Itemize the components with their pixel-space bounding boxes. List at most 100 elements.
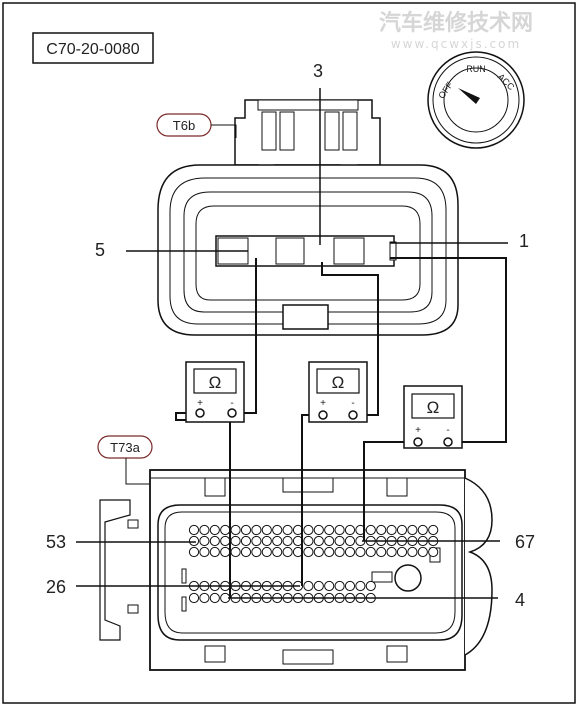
pin-label-1: 1 (519, 231, 529, 251)
connector-pin (220, 546, 231, 558)
connector-pin (324, 580, 335, 592)
meter3-plus: + (415, 425, 421, 436)
wire-pin1-to-meter3-minus (390, 257, 507, 443)
ohm-symbol-1: Ω (209, 373, 222, 392)
connector-pin (355, 580, 366, 592)
tag-t73a (97, 435, 153, 459)
connector-pin (324, 535, 335, 547)
meter1-plus: + (197, 398, 203, 409)
connector-pin (240, 546, 252, 558)
wire-meter3-plus-to-pin67 (363, 441, 418, 541)
connector-pin (386, 524, 397, 536)
connector-pin (272, 535, 283, 547)
connector-pin (230, 524, 241, 536)
wire-pin3-to-meter2-minus (321, 262, 379, 416)
connector-pin (199, 524, 210, 536)
connector-pin (303, 524, 314, 536)
pin-row-divider (181, 596, 187, 612)
connector-pin (220, 524, 231, 536)
connector-pin (240, 524, 252, 536)
ohm-symbol-3: Ω (427, 398, 440, 417)
connector-pin (355, 546, 366, 558)
leader-t6b (211, 124, 237, 138)
pin-label-26: 26 (46, 577, 66, 597)
pin-label-3: 3 (313, 61, 323, 81)
connector-pin (199, 592, 210, 604)
ohmmeter-2: Ω + - (308, 361, 368, 423)
connector-pin (188, 546, 200, 558)
connector-pin (334, 535, 345, 547)
connector-pin (365, 524, 376, 536)
connector-pin (199, 546, 210, 558)
connector-pin (334, 546, 345, 558)
ignition-run-label: RUN (466, 64, 486, 74)
connector-pin (386, 546, 397, 558)
connector-pin (230, 535, 241, 547)
connector-pin (251, 524, 262, 536)
connector-t6b (157, 99, 459, 336)
wire-meter1-plus-to-pin4 (175, 412, 231, 598)
connector-pin (376, 546, 387, 558)
connector-pin (230, 546, 241, 558)
connector-pin (261, 535, 272, 547)
meter2-plus: + (320, 398, 326, 409)
watermark-title: 汽车维修技术网 (379, 10, 533, 36)
connector-pin (313, 524, 324, 536)
connector-pin (324, 524, 335, 536)
ignition-key-pointer-icon (458, 88, 480, 104)
ignition-switch-icon: OFF RUN ACC (427, 51, 525, 149)
connector-pin (199, 535, 210, 547)
connector-t73a (99, 469, 493, 671)
connector-pin (272, 546, 283, 558)
connector-pin (365, 546, 376, 558)
connector-pin (188, 592, 200, 604)
connector-pin (209, 592, 220, 604)
pin-row-divider (181, 568, 187, 584)
connector-pin (282, 524, 293, 536)
connector-pin (313, 546, 324, 558)
diagram-code-box (32, 32, 154, 64)
connector-pin (251, 535, 262, 547)
connector-pin (220, 535, 231, 547)
meter2-minus: - (351, 398, 354, 409)
leader-t73a (125, 458, 150, 485)
connector-pin (188, 535, 200, 547)
connector-pin (407, 524, 418, 536)
ohmmeter-3: Ω + - (403, 385, 463, 449)
connector-pin (313, 535, 324, 547)
pin-label-5: 5 (95, 240, 105, 260)
connector-pin (303, 580, 314, 592)
connector-pin (303, 546, 314, 558)
connector-pin (282, 546, 293, 558)
connector-pin (209, 535, 220, 547)
meter1-minus: - (230, 398, 233, 409)
connector-pin (188, 524, 200, 536)
pin-label-67: 67 (515, 532, 535, 552)
connector-pin (209, 546, 220, 558)
ohmmeter-1: Ω + - (185, 361, 245, 423)
connector-pin (428, 546, 439, 558)
meter3-minus: - (446, 425, 449, 436)
connector-pin (417, 524, 428, 536)
connector-pin (272, 524, 283, 536)
connector-pin (407, 546, 418, 558)
connector-pin (334, 524, 345, 536)
connector-pin (428, 524, 439, 536)
connector-pin (240, 535, 252, 547)
watermark-url: www.qcwxjs.com (391, 37, 521, 51)
connector-pin (396, 524, 408, 536)
connector-pin (334, 580, 345, 592)
connector-pin (251, 546, 262, 558)
connector-pin (261, 546, 272, 558)
connector-pin (417, 546, 428, 558)
connector-pin (344, 535, 356, 547)
connector-pin (396, 546, 408, 558)
connector-pin (303, 535, 314, 547)
connector-pin (282, 535, 293, 547)
connector-pin (344, 580, 356, 592)
pin-label-4: 4 (515, 590, 525, 610)
connector-bottom-label: T73a (110, 440, 140, 455)
